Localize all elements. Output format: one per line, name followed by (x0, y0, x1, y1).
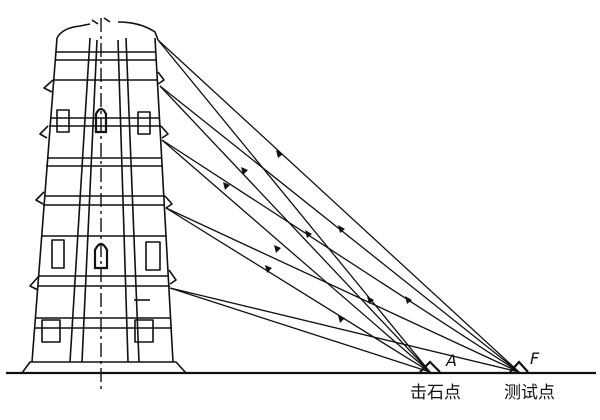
pagoda-base (21, 361, 187, 374)
pagoda-top-right (117, 21, 159, 41)
ray-a-2 (159, 85, 431, 373)
ray-f-1 (157, 39, 520, 373)
ray-f-5 (169, 287, 520, 373)
ray-f-3 (161, 139, 520, 373)
niche-lower (93, 242, 109, 270)
niche-upper (94, 107, 108, 134)
pagoda-top-left (56, 23, 91, 39)
point-a-label: A (445, 351, 457, 370)
pagoda-tower (21, 17, 187, 392)
pagoda-eaves-left (29, 79, 54, 291)
pagoda-left-edge (31, 37, 58, 363)
pagoda-storey-bands (35, 51, 172, 329)
pagoda-pillar-left-outer (69, 37, 91, 363)
pagoda-pillar-right-outer (125, 37, 140, 363)
ray-a-5 (169, 287, 431, 373)
pagoda-pillar-right-inner (117, 39, 129, 363)
ray-a-3 (161, 139, 431, 373)
ray-a-4 (165, 207, 431, 373)
ray-a-1 (157, 39, 431, 373)
pagoda-right-edge (154, 37, 174, 363)
pagoda-pillar-left-inner (81, 39, 98, 363)
pagoda-side-windows (41, 109, 161, 343)
strike-point-label: 击石点 (410, 383, 461, 403)
pagoda-eaves-right (157, 71, 177, 285)
sound-ray-paths (157, 39, 520, 373)
pagoda-top-broken (91, 17, 111, 25)
point-f-marker (509, 360, 529, 373)
ray-arrowheads (223, 150, 412, 323)
test-point-label: 测试点 (504, 383, 555, 403)
point-a-marker (419, 360, 441, 373)
point-f-label: F (530, 349, 540, 368)
ray-f-4 (165, 207, 520, 373)
